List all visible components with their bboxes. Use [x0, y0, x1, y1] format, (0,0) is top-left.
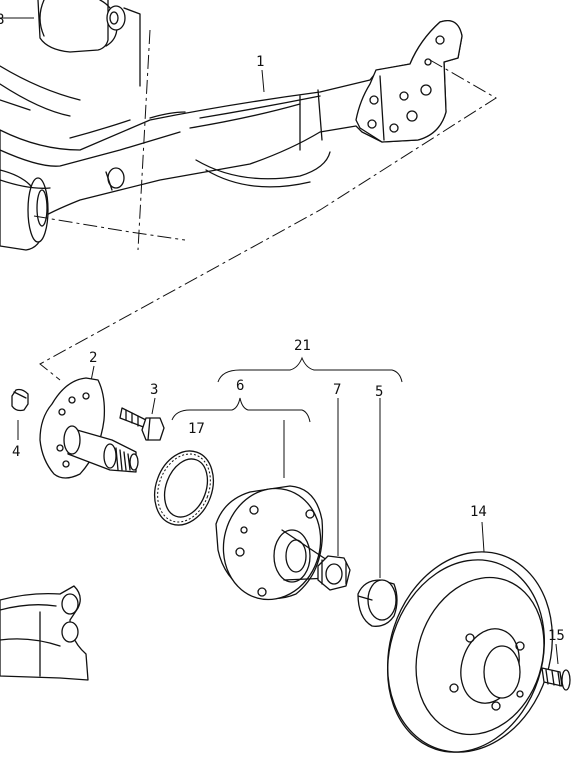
- callout-15: 15: [548, 628, 565, 644]
- callout-5: 5: [375, 384, 383, 400]
- callout-21: 21: [294, 338, 311, 354]
- callout-3: 3: [150, 382, 158, 398]
- screw-part-15: [541, 667, 571, 691]
- brake-disc-part-14: [386, 551, 554, 753]
- callout-leaders: [0, 17, 559, 665]
- bushing-part-8: [37, 0, 141, 87]
- callout-14: 14: [470, 504, 487, 520]
- stub-axle-part-2: [39, 377, 139, 479]
- callout-7: 7: [333, 382, 341, 398]
- callout-labels: 8 1 21 2 6 3 7 5 17 4 14 15: [0, 12, 565, 644]
- sensor-ring-part-17: [154, 450, 214, 526]
- callout-17: 17: [188, 421, 205, 437]
- callout-8: 8: [0, 12, 4, 28]
- nut-part-4: [11, 388, 29, 412]
- carrier-bracket: [0, 585, 89, 681]
- callout-4: 4: [12, 444, 20, 460]
- callout-1: 1: [256, 54, 264, 70]
- axle-beam: [0, 0, 463, 251]
- dash-leader-lines: [33, 29, 497, 381]
- wheel-hub-part-6: [215, 485, 337, 601]
- grease-cap-part-5: [357, 579, 398, 627]
- hub-nut-part-7: [317, 555, 351, 591]
- bolt-part-3: [119, 407, 165, 441]
- callout-6: 6: [236, 378, 244, 394]
- callout-2: 2: [89, 350, 97, 366]
